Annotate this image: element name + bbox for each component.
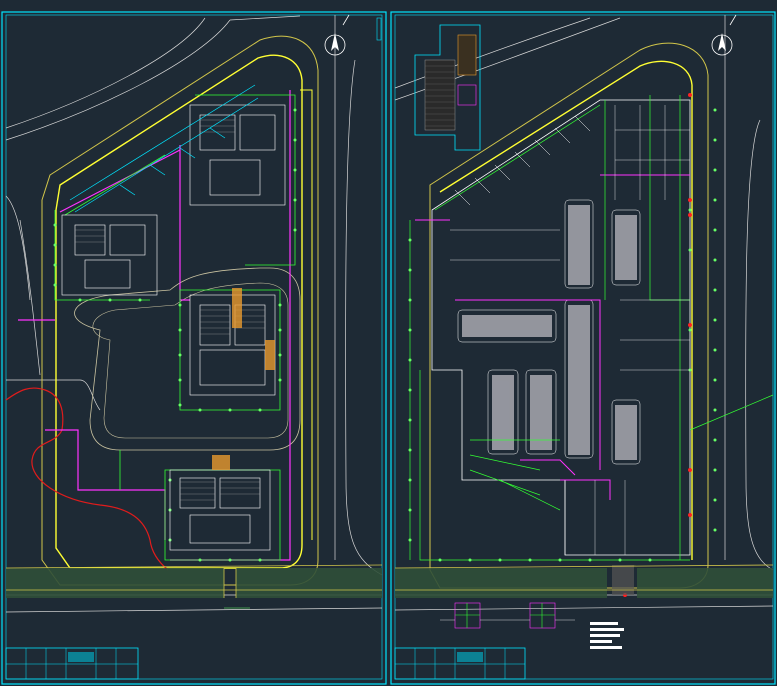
building-hatch xyxy=(75,119,265,501)
band-top-line-2 xyxy=(394,564,774,569)
red-markers xyxy=(623,93,692,597)
sheet-frame-outer xyxy=(1,11,387,685)
angled-parking xyxy=(454,115,591,206)
room-partitions xyxy=(450,105,690,555)
legend-block xyxy=(590,622,624,649)
boundary-wall xyxy=(300,89,313,540)
site-boundary-yellow-2 xyxy=(439,60,693,560)
green-band-left xyxy=(6,568,224,598)
sheet-corner-tab xyxy=(376,17,382,41)
sheet-frame-inner xyxy=(5,14,383,680)
entrance-gap xyxy=(223,568,237,598)
ring-road-outer xyxy=(74,267,301,451)
title-block-sheet1 xyxy=(5,647,139,680)
pipe-nodes xyxy=(53,108,297,562)
entrance-ramp xyxy=(612,565,634,595)
sheet-frame-inner-2 xyxy=(394,14,774,680)
band-top-line xyxy=(5,564,383,569)
pipe-nodes-2 xyxy=(408,108,717,562)
north-arrow-icon-2 xyxy=(711,14,737,56)
parking-bays xyxy=(462,205,637,460)
green-band-left-2 xyxy=(395,568,607,598)
title-block-sheet2 xyxy=(394,647,526,680)
green-band-right xyxy=(236,568,382,598)
sheet-site-plan xyxy=(1,11,387,685)
terrain-outline xyxy=(5,387,169,571)
sheet-frame-outer-2 xyxy=(390,11,776,685)
diagonal-buildings xyxy=(69,84,259,213)
green-band-right-2 xyxy=(637,568,773,598)
sheet-basement-plan xyxy=(390,11,776,685)
ring-road-inner xyxy=(92,282,289,439)
orange-hatch xyxy=(212,288,275,470)
parking-frames xyxy=(457,199,641,465)
north-arrow-icon xyxy=(324,14,350,56)
ramp-structure xyxy=(414,24,481,151)
detail-symbols xyxy=(440,602,575,629)
